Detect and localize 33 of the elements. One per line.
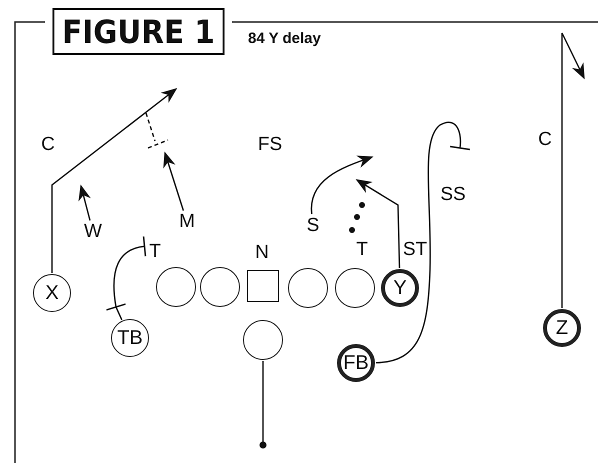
- player-circle: FB: [337, 344, 375, 382]
- defender-letter: N: [255, 243, 269, 263]
- defender-letter: C: [41, 135, 55, 155]
- defender-letter: T: [356, 240, 368, 260]
- player-circle: [288, 268, 328, 308]
- route-line: [106, 236, 146, 320]
- player-circle: Z: [543, 309, 581, 347]
- route-arrow: [356, 179, 400, 268]
- defender-letter: C: [538, 130, 552, 150]
- player-circle: Y: [381, 269, 419, 307]
- player-circle: [243, 320, 283, 360]
- defender-letter: SS: [440, 185, 466, 205]
- route-arrow: [163, 151, 184, 211]
- player-circle: [156, 267, 196, 307]
- route-line: [376, 122, 471, 364]
- defender-letter: ST: [402, 240, 428, 260]
- figure-title: FIGURE 1: [52, 8, 225, 55]
- center-square: [247, 270, 279, 302]
- defender-letter: FS: [258, 135, 282, 155]
- defender-letter: M: [179, 212, 195, 232]
- route-arrow: [51, 88, 178, 273]
- route-arrow: [78, 184, 91, 221]
- player-circle: [200, 267, 240, 307]
- defender-letter: S: [306, 216, 320, 236]
- player-circle: [335, 268, 375, 308]
- player-circle: X: [33, 274, 71, 312]
- defender-letter: T: [149, 242, 161, 262]
- route-line: [260, 361, 266, 448]
- play-caption: 84 Y delay: [248, 30, 321, 47]
- route-arrow: [561, 32, 585, 308]
- player-circle: TB: [111, 319, 149, 357]
- route-arrow: [310, 156, 374, 214]
- defender-letter: W: [84, 222, 102, 242]
